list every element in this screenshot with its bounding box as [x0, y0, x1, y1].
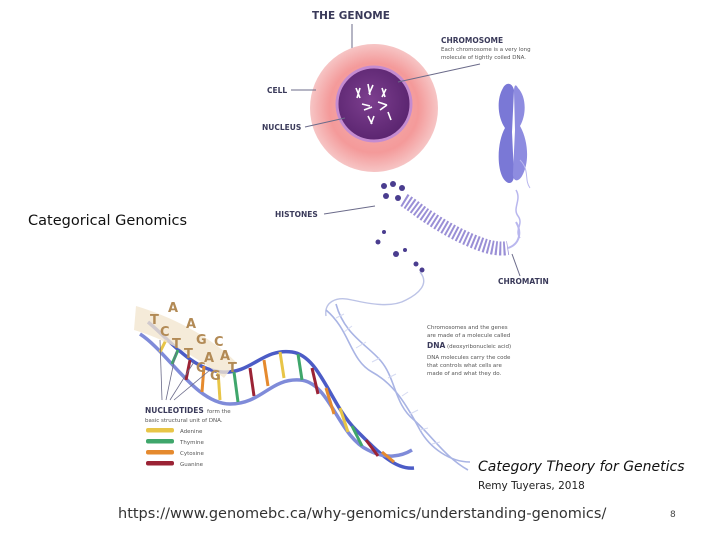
nucleotides-desc-2: basic structural unit of DNA. [145, 418, 223, 424]
chromatin-label: CHROMATIN [498, 277, 549, 286]
histones-pointer [324, 206, 375, 214]
dna-desc-1: Chromosomes and the genes [427, 325, 508, 331]
histone-beads [376, 181, 425, 273]
nucleus-shape [337, 67, 411, 141]
helix-letter: G [210, 369, 221, 384]
legend-label-adenine: Adenine [180, 429, 203, 435]
legend-swatch-cytosine [146, 450, 174, 455]
chromatin-pointer [512, 254, 520, 276]
helix-letter: T [150, 313, 159, 328]
dna-desc-3: DNA molecules carry the code [427, 355, 511, 361]
legend-swatch-guanine [146, 461, 174, 466]
genome-heading: THE GENOME [312, 10, 390, 22]
dna-desc-5: made of and what they do. [427, 371, 502, 377]
dna-label: DNA [427, 341, 446, 350]
chromosome-label: CHROMOSOME [441, 36, 503, 45]
nucleotides-desc-1: form the [207, 409, 231, 415]
helix-letter: G [196, 333, 207, 348]
legend-swatch-thymine [146, 439, 174, 444]
legend-swatch-adenine [146, 428, 174, 433]
helix-letter: T [228, 361, 237, 376]
nucleotides-label: NUCLEOTIDES [145, 406, 204, 415]
helix-letter: A [168, 301, 178, 316]
dna-desc-2: are made of a molecule called [427, 333, 510, 339]
chromatin-coil [404, 200, 519, 249]
legend-label-thymine: Thymine [179, 440, 204, 446]
helix-letter: T [184, 347, 193, 362]
nucleus-label: NUCLEUS [262, 123, 301, 132]
chromosome-desc-1: Each chromosome is a very long [441, 47, 531, 53]
dna-paren: (deoxyribonucleic acid) [447, 344, 511, 350]
chromosome-shape [499, 84, 530, 238]
legend-label-cytosine: Cytosine [180, 451, 204, 457]
histones-label: HISTONES [275, 210, 318, 219]
legend-label-guanine: Guanine [180, 462, 204, 468]
helix-letter: C [214, 335, 224, 350]
cell-label: CELL [267, 86, 287, 95]
dna-desc-4: that controls what cells are [427, 363, 502, 369]
helix-letter: C [160, 325, 170, 340]
helix-letter: A [186, 317, 196, 332]
chromosome-desc-2: molecule of tightly coiled DNA. [441, 55, 526, 61]
helix-letter: T [172, 337, 181, 352]
nucleotide-zoom: A T C A T G C T A A C T G [134, 301, 237, 400]
helix-letter: C [196, 361, 206, 376]
dna-strand [326, 272, 424, 316]
